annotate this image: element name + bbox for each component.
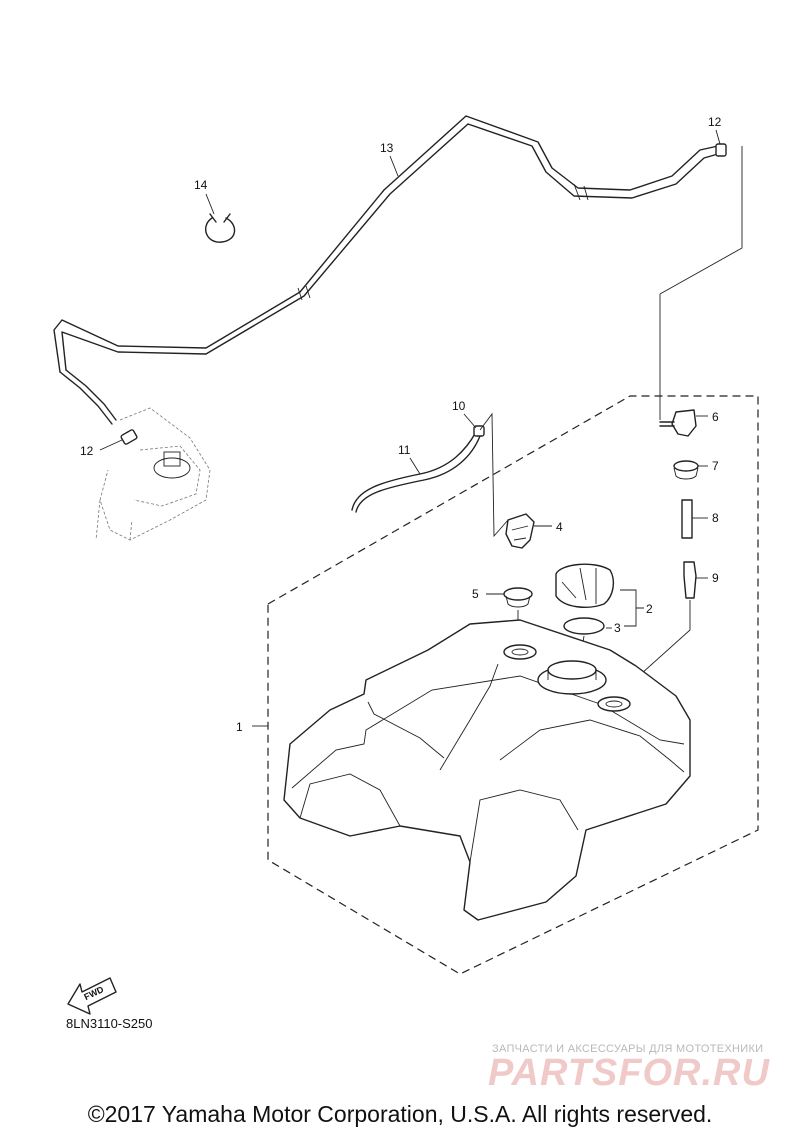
callout-10: 10 bbox=[452, 399, 466, 413]
pipe-joint bbox=[683, 561, 697, 599]
callout-14: 14 bbox=[194, 178, 208, 192]
callout-4: 4 bbox=[556, 520, 563, 534]
valve-grommet bbox=[503, 587, 533, 608]
fuel-cap bbox=[555, 563, 615, 608]
elbow-joint bbox=[659, 409, 697, 437]
leader-lines bbox=[99, 129, 721, 727]
callout-12-lower: 12 bbox=[80, 444, 94, 458]
drawing-code: 8LN3110-S250 bbox=[66, 1016, 153, 1031]
breather-pipe bbox=[681, 499, 693, 539]
union-fitting-lower bbox=[120, 429, 138, 445]
breather-hose bbox=[53, 115, 719, 425]
assembly-outline bbox=[267, 395, 759, 975]
tank-grommet bbox=[673, 460, 699, 480]
callout-3: 3 bbox=[614, 621, 621, 635]
union-fitting-upper bbox=[715, 143, 727, 157]
cap-gasket bbox=[563, 617, 605, 635]
callout-9: 9 bbox=[712, 571, 719, 585]
copyright-notice: ©2017 Yamaha Motor Corporation, U.S.A. A… bbox=[87, 1101, 713, 1127]
callout-1: 1 bbox=[236, 720, 243, 734]
hose-clamp bbox=[204, 213, 236, 243]
callout-6: 6 bbox=[712, 410, 719, 424]
rollover-valve bbox=[505, 513, 535, 549]
breather-route-line-upper bbox=[659, 146, 743, 295]
callout-2: 2 bbox=[646, 602, 653, 616]
watermark-tagline: ЗАПЧАСТИ И АКСЕССУАРЫ ДЛЯ МОТОТЕХНИКИ bbox=[492, 1043, 764, 1055]
callout-11: 11 bbox=[398, 443, 411, 457]
forward-arrow-icon: FWD bbox=[67, 977, 117, 1015]
callout-7: 7 bbox=[712, 459, 719, 473]
callout-5: 5 bbox=[472, 587, 479, 601]
callout-13: 13 bbox=[380, 141, 394, 155]
watermark-logo: PARTSFOR.RU bbox=[488, 1052, 770, 1094]
vent-route-line bbox=[479, 412, 509, 538]
callout-12-upper: 12 bbox=[708, 115, 722, 129]
frame-sketch bbox=[95, 407, 211, 541]
callout-8: 8 bbox=[712, 511, 719, 525]
fuel-tank bbox=[283, 619, 691, 921]
vent-hose bbox=[351, 425, 485, 513]
